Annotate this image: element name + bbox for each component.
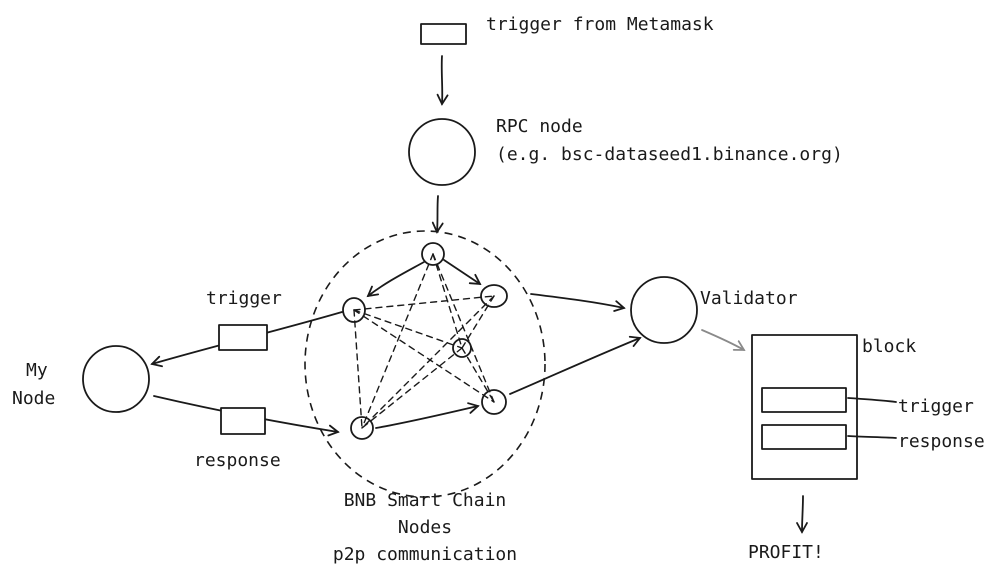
rpc-node-circle: [408, 118, 476, 186]
block-response-label: response: [898, 431, 985, 452]
profit-label: PROFIT!: [748, 542, 824, 563]
my-node-circle: [82, 345, 150, 413]
arrow-block-to-profit: [796, 495, 808, 534]
rpc-node-title: RPC node: [496, 116, 583, 137]
bsc-node-center: [452, 338, 472, 358]
block-response-leader: [847, 435, 897, 439]
bsc-node-right: [480, 284, 508, 308]
bsc-caption-line3: p2p communication: [333, 544, 517, 565]
arrow-bottom-left-to-bottom-right: [375, 402, 480, 429]
arrow-top-to-left: [366, 261, 425, 298]
validator-circle: [630, 276, 698, 344]
bsc-caption-line1: BNB Smart Chain: [344, 490, 507, 511]
metamask-trigger-box: [420, 23, 467, 45]
bsc-node-bottom-left: [350, 416, 374, 440]
my-node-label-line1: My: [26, 360, 48, 381]
left-response-label: response: [194, 450, 281, 471]
my-node-label-line2: Node: [12, 388, 55, 409]
arrow-metamask-to-rpc: [436, 55, 449, 106]
left-response-box: [220, 407, 266, 435]
block-trigger-label: trigger: [898, 396, 974, 417]
p2p-links: [353, 253, 495, 429]
arrow-network-to-validator-lower: [509, 335, 642, 395]
metamask-trigger-label: trigger from Metamask: [486, 14, 714, 35]
block-trigger-slot: [761, 387, 847, 413]
block-rect: [751, 334, 858, 480]
arrow-rpc-to-network: [431, 195, 444, 234]
block-trigger-leader: [847, 397, 897, 403]
bsc-node-left: [342, 297, 366, 323]
left-trigger-label: trigger: [206, 288, 282, 309]
arrow-top-to-right: [443, 259, 482, 286]
rpc-node-example: (e.g. bsc-dataseed1.binance.org): [496, 144, 843, 165]
block-label: block: [862, 336, 916, 357]
bsc-caption-line2: Nodes: [398, 517, 452, 538]
bsc-node-top: [421, 242, 445, 266]
arrow-network-to-validator-upper: [530, 293, 626, 312]
bsc-node-bottom-right: [481, 389, 507, 415]
block-response-slot: [761, 424, 847, 450]
arrow-validator-to-block: [701, 329, 746, 351]
bsc-network-boundary: [304, 230, 546, 498]
validator-label: Validator: [700, 288, 798, 309]
left-trigger-box: [218, 324, 268, 351]
